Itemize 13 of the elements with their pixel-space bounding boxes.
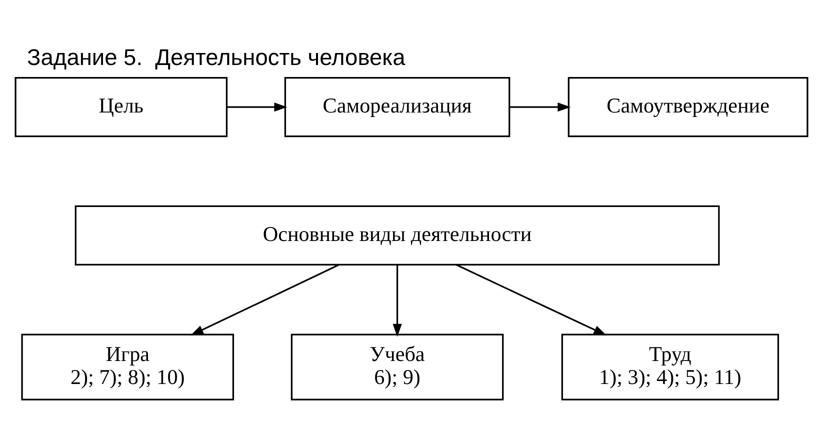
node-box: Учеба 6); 9) xyxy=(290,334,504,400)
arrow xyxy=(510,102,571,112)
arrow xyxy=(392,264,402,337)
node-box: Труд 1); 3); 4); 5); 11) xyxy=(561,334,780,400)
node-box: Игра 2); 7); 8); 10) xyxy=(21,334,234,400)
arrow xyxy=(456,264,607,336)
node-box: Самоутверждение xyxy=(568,77,808,138)
node-box: Самореализация xyxy=(284,77,510,138)
arrow xyxy=(226,102,288,112)
node-box: Цель xyxy=(14,77,228,138)
diagram-title: Задание 5. Деятельность человека xyxy=(27,44,406,70)
arrow xyxy=(190,264,340,336)
node-box: Основные виды деятельности xyxy=(74,205,720,266)
